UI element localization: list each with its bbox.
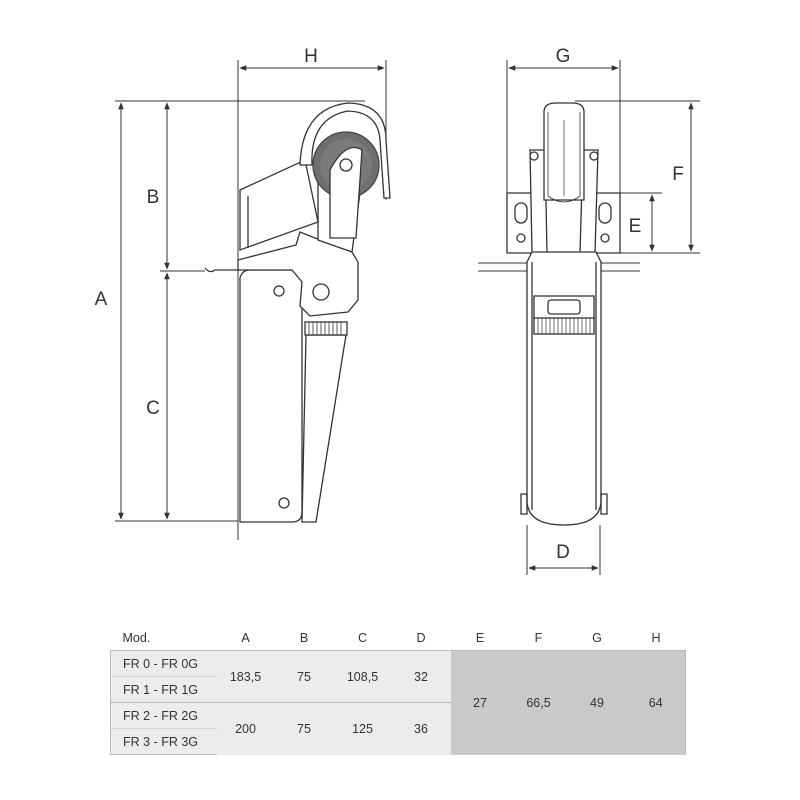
value-c: 125 [333, 702, 392, 755]
model-name: FR 0 - FR 0G [110, 650, 217, 677]
value-f: 66,5 [509, 650, 568, 755]
header-a: A [241, 631, 250, 645]
header-h: H [651, 631, 661, 645]
model-name: FR 2 - FR 2G [110, 702, 217, 729]
header-b: B [299, 631, 309, 645]
dimension-lines-side [118, 65, 385, 520]
dimension-label-a: A [95, 289, 108, 310]
value-b: 75 [274, 702, 334, 755]
dimension-label-f: F [672, 164, 684, 185]
table-header-row: Mod. A B C D E F G H [111, 626, 686, 651]
dimension-label-h: H [304, 46, 318, 67]
dimensions-table: Mod. A B C D E F G H FR 0 - FR 0G 183,5 … [110, 626, 686, 755]
dimension-lines-front [508, 65, 694, 571]
table-row: FR 0 - FR 0G 183,5 75 108,5 32 27 66,5 4… [110, 650, 686, 755]
dimension-label-d: D [556, 542, 570, 563]
dimension-label-e: E [629, 216, 642, 237]
value-c: 108,5 [333, 650, 392, 703]
dimension-label-b: B [147, 187, 160, 208]
header-g: G [592, 631, 602, 645]
model-name: FR 3 - FR 3G [110, 728, 217, 755]
table-row: FR 2 - FR 2G 200 75 125 36 [110, 702, 686, 755]
value-d: 36 [391, 702, 451, 755]
header-mod: Mod. [122, 631, 151, 645]
technical-drawing: A B C H G F E D [95, 46, 700, 575]
header-f: F [534, 631, 543, 645]
value-a: 183,5 [216, 650, 275, 703]
header-e: E [475, 631, 485, 645]
model-name: FR 1 - FR 1G [110, 676, 217, 703]
table-row: FR 3 - FR 3G [110, 728, 686, 755]
table-row: FR 1 - FR 1G [110, 676, 686, 703]
header-c: C [357, 631, 368, 645]
front-view [478, 60, 700, 575]
value-h: 64 [626, 650, 686, 755]
side-view [115, 60, 391, 540]
value-a: 200 [216, 702, 275, 755]
header-d: D [416, 631, 426, 645]
value-g: 49 [567, 650, 627, 755]
dimension-label-c: C [146, 398, 160, 419]
value-e: 27 [450, 650, 510, 755]
value-d: 32 [391, 650, 451, 703]
value-b: 75 [274, 650, 334, 703]
dimension-label-g: G [556, 46, 571, 67]
